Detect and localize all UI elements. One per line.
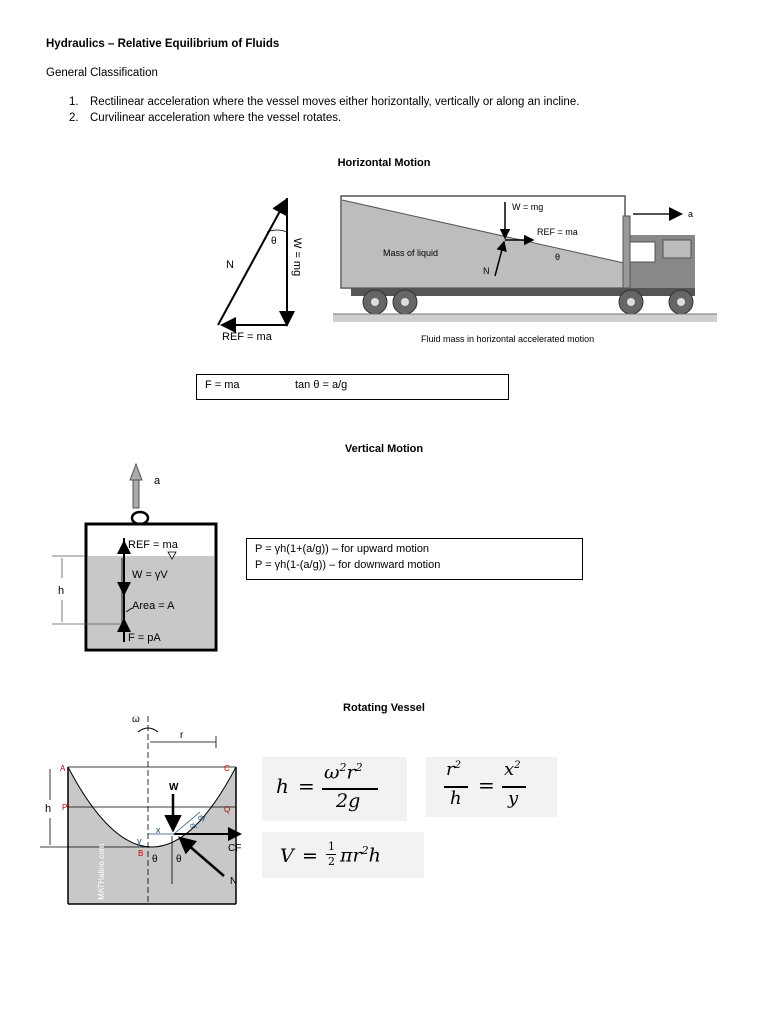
point-q-label: Q [224, 805, 230, 814]
vertical-motion-heading: Vertical Motion [344, 443, 424, 455]
formula-ratio-panel: r2 h = x2 y [426, 757, 557, 817]
h-label: h [45, 803, 51, 815]
truck-caption: Fluid mass in horizontal accelerated mot… [421, 334, 594, 344]
rotating-vessel-diagram: ω r h A P C Q B W CF N x y dy dx θ θ MAT… [40, 714, 242, 905]
ground [333, 314, 717, 322]
formula-h-omega: ω [324, 761, 340, 784]
formula-v-frac-num: 1 [328, 840, 335, 853]
formula-v-panel: V = 1 2 πr2h [262, 832, 424, 878]
weight-label: W = γV [132, 569, 168, 581]
page-title: Hydraulics – Relative Equilibrium of Flu… [46, 38, 280, 50]
formula-ratio-bar1 [444, 786, 468, 788]
point-c-label: C [224, 764, 230, 773]
force-label: F = pA [128, 632, 161, 644]
rotating-vessel-heading: Rotating Vessel [343, 702, 425, 714]
normal-vector [178, 836, 225, 877]
accel-label: a [688, 209, 693, 219]
y-label: y [137, 836, 142, 846]
formula-downward: P = γh(1-(a/g)) – for downward motion [255, 559, 441, 571]
formula-v-lhs: V [280, 845, 294, 867]
mass-label: Mass of liquid [383, 248, 438, 258]
list-item-text: Rectilinear acceleration where the vesse… [90, 96, 580, 108]
formula-ratio-den1: h [450, 788, 462, 809]
formula-v-eq: = [302, 845, 318, 867]
formula-ratio-bar2 [502, 786, 526, 788]
horizontal-motion-heading: Horizontal Motion [337, 157, 431, 169]
formula-ratio-num2: x2 [504, 759, 521, 780]
horizontal-formula-box: F = ma tan θ = a/g [196, 374, 509, 400]
normal-label: N [483, 266, 490, 276]
normal-vector [494, 240, 507, 277]
liquid [88, 556, 214, 648]
formula-ratio-num1: r2 [446, 759, 461, 780]
formula-tan-theta: tan θ = a/g [295, 379, 348, 391]
omega-label: ω [132, 714, 140, 725]
list-item-text: Curvilinear acceleration where the vesse… [90, 112, 342, 124]
classification-list: 1. Rectilinear acceleration where the ve… [69, 96, 749, 130]
formula-ratio-eq: = [478, 773, 495, 797]
formula-h-eq: = [298, 774, 315, 798]
formula-h-exp2: 2 [355, 761, 363, 774]
formula-ratio-den2: y [508, 788, 519, 809]
r-label: r [180, 730, 184, 741]
ref-label: REF = ma [537, 227, 578, 237]
x-label: x [156, 825, 161, 835]
accel-label: a [154, 475, 161, 487]
dx-label: dx [190, 823, 198, 830]
liquid-mass [342, 200, 624, 287]
point-b-label: B [138, 849, 143, 858]
formula-h-exp1: 2 [339, 761, 347, 774]
formula-h-numerator: ω2r2 [324, 761, 363, 783]
theta-label-right: θ [176, 854, 182, 865]
truck-diagram: a W = mg REF = ma N Mass of liquid θ Flu… [333, 195, 717, 344]
normal-label: N [226, 259, 234, 271]
h-label: h [58, 585, 64, 597]
ref-label: REF = ma [222, 331, 273, 343]
formula-h-fraction-bar [322, 788, 378, 790]
formula-v-rest: πr2h [340, 844, 381, 867]
formula-v-frac-bar [326, 854, 336, 855]
theta-label: θ [271, 236, 277, 247]
point-p-label: P [62, 803, 67, 812]
n-label: N [230, 876, 237, 887]
force-triangle-diagram: θ N W = mg REF = ma [217, 198, 303, 343]
formula-f-ma: F = ma [205, 379, 240, 391]
formula-h-panel: h = ω2r2 2g [262, 757, 407, 821]
vertical-formula-box: P = γh(1+(a/g)) – for upward motion P = … [246, 538, 583, 580]
list-item-number: 2. [69, 112, 79, 124]
formula-v-frac-den: 2 [328, 855, 335, 868]
ref-label: REF = ma [128, 539, 179, 551]
theta-label-left: θ [152, 854, 158, 865]
cf-label: CF [228, 843, 241, 854]
dy-label: dy [198, 815, 206, 822]
weight-label: W = mg [512, 202, 543, 212]
formula-upward: P = γh(1+(a/g)) – for upward motion [255, 543, 430, 555]
formula-h-denominator: 2g [336, 790, 361, 812]
formula-h-r: r [346, 761, 356, 784]
theta-label: θ [555, 252, 560, 262]
list-item: 2. Curvilinear acceleration where the ve… [69, 112, 749, 128]
normal-vector [217, 198, 287, 326]
liquid [68, 767, 236, 904]
area-label: Area = A [132, 600, 175, 612]
formula-h-lhs: h [276, 774, 289, 798]
vertical-motion-diagram: a REF = ma W = γV Area = A F = pA h [52, 462, 218, 652]
watermark-label: MATHalino.com [97, 843, 106, 900]
weight-label: W = mg [291, 238, 303, 276]
list-item: 1. Rectilinear acceleration where the ve… [69, 96, 749, 112]
point-a-label: A [60, 764, 66, 773]
classification-heading: General Classification [46, 67, 158, 79]
list-item-number: 1. [69, 96, 79, 108]
acceleration-arrow [129, 462, 143, 481]
weight-label: W [169, 782, 179, 793]
